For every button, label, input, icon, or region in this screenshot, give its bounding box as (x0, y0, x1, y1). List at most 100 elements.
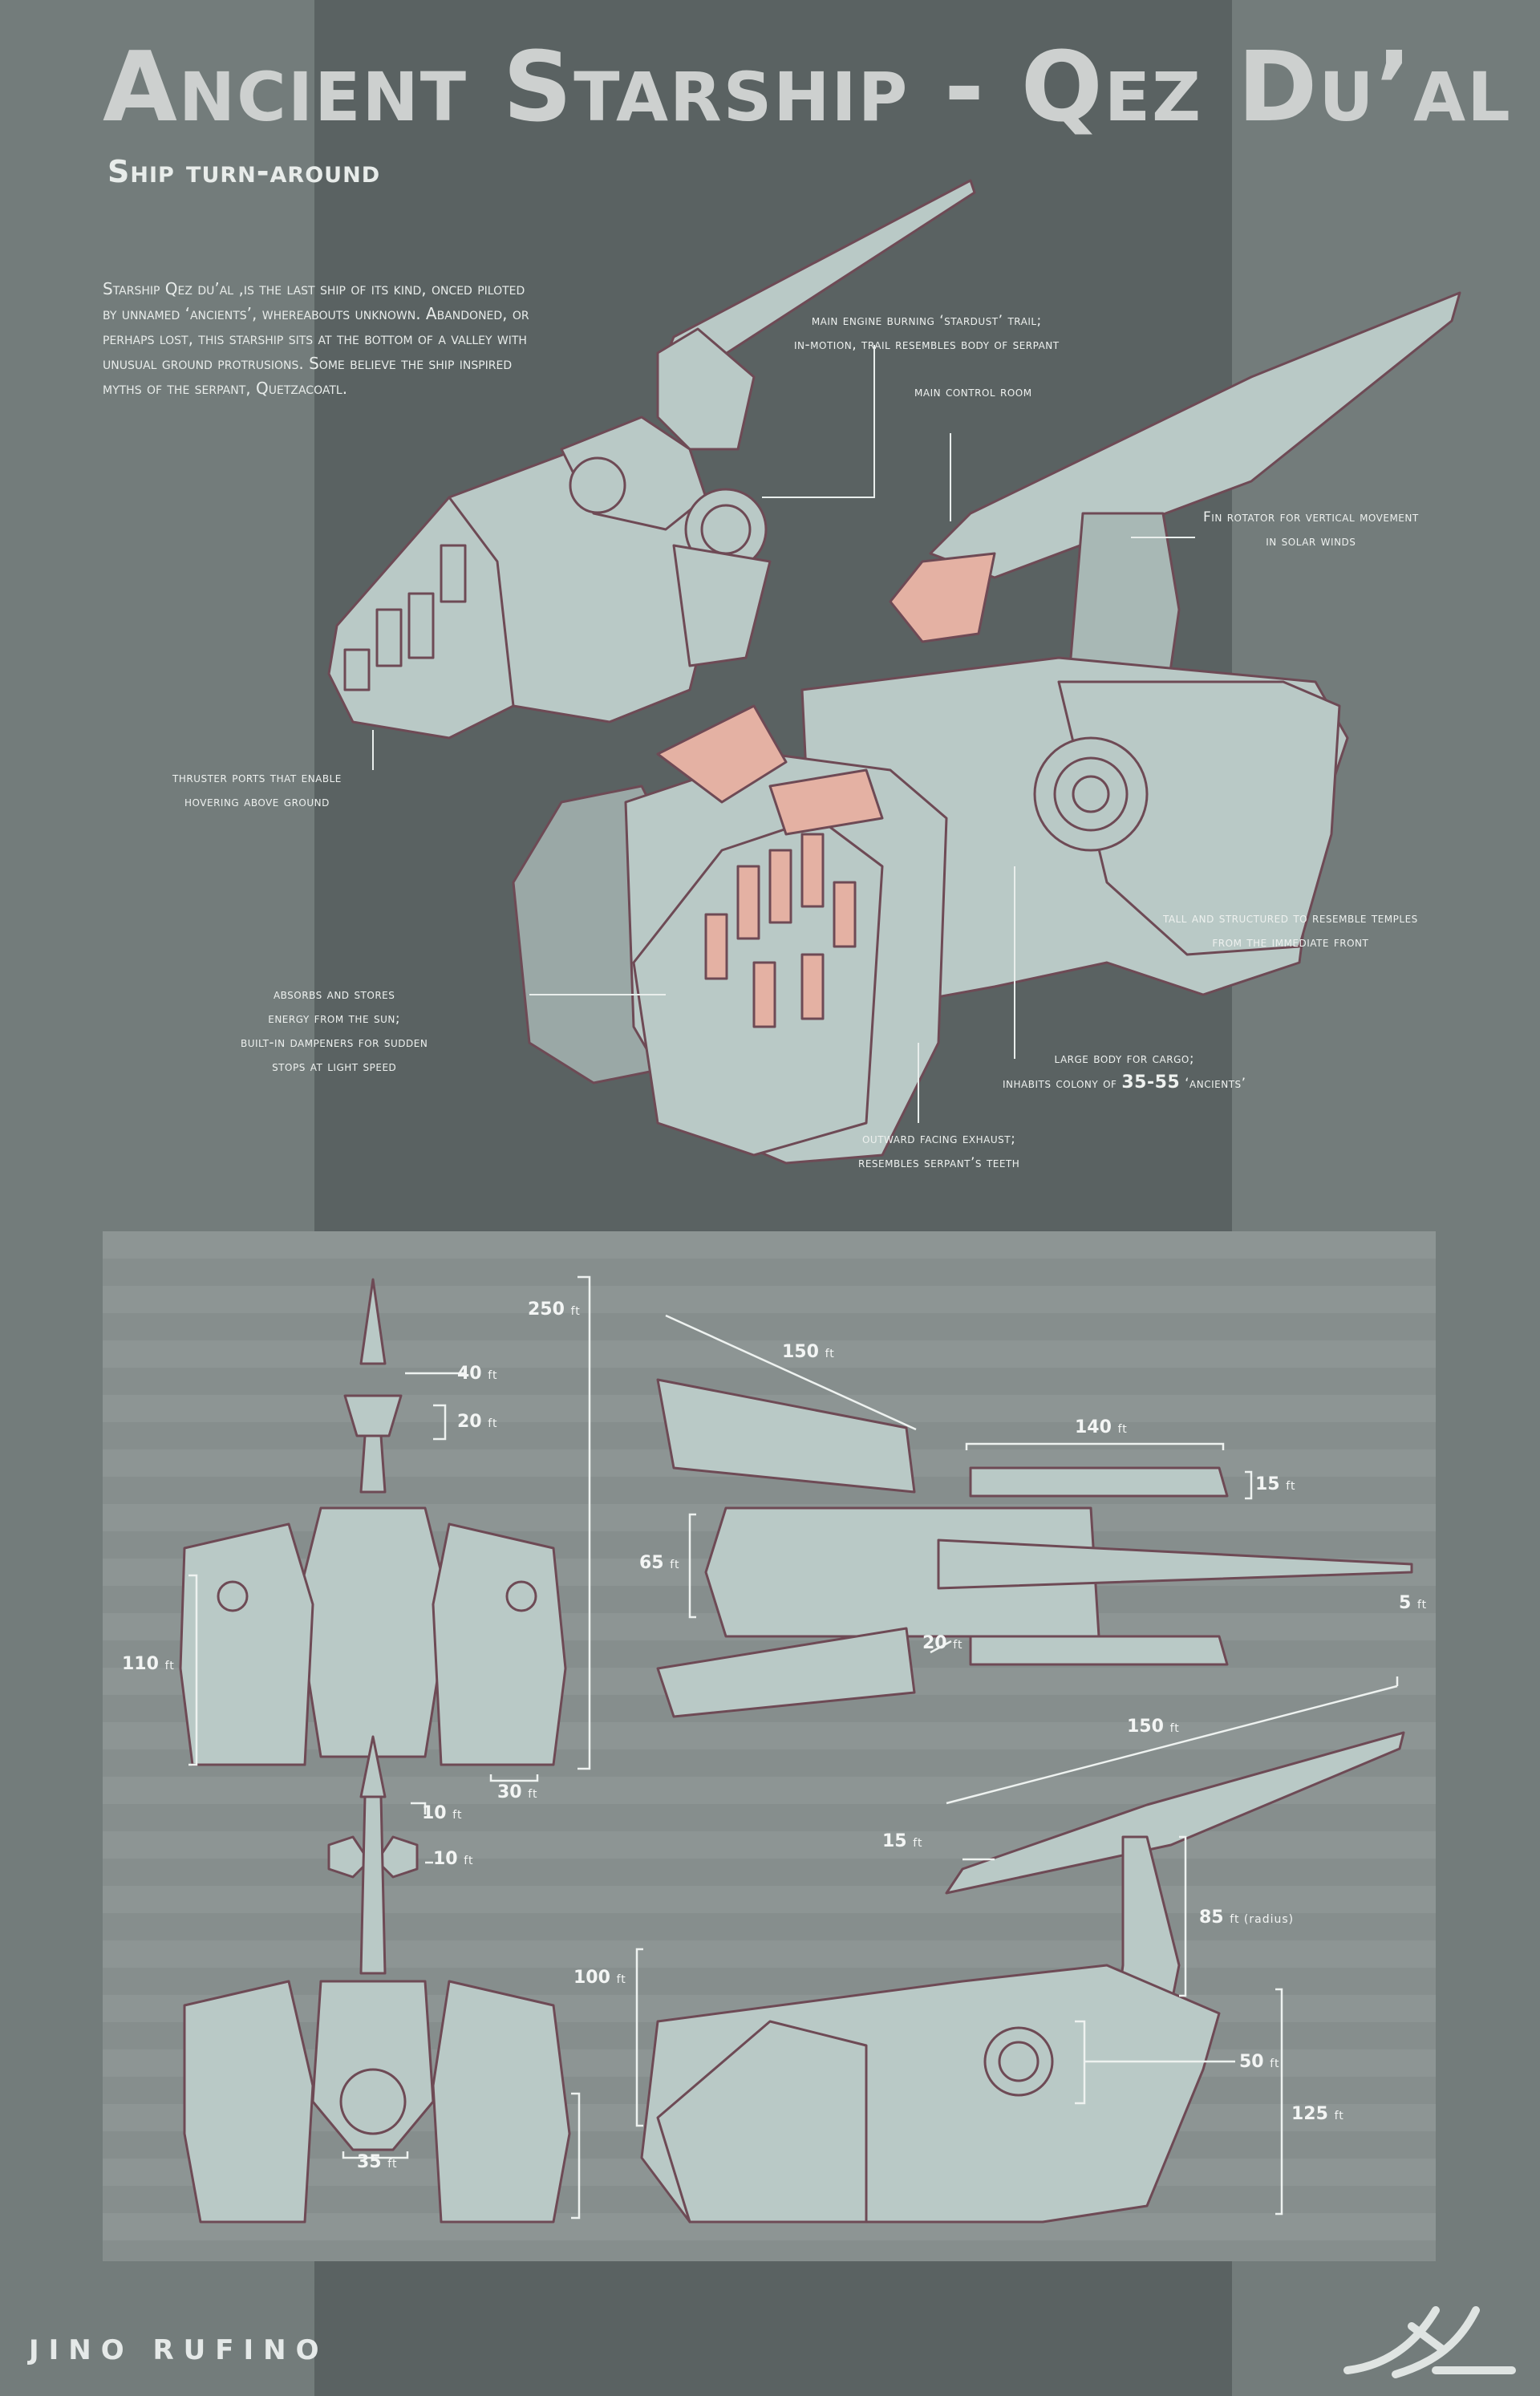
starship-illustration (327, 179, 1461, 1165)
dim-value: 40 (457, 1364, 482, 1384)
dim-value: 5 (1399, 1593, 1412, 1613)
dim-unit: ft (164, 1660, 175, 1672)
dim-40: 40 ft (457, 1364, 497, 1384)
dim-unit: ft (radius) (1230, 1913, 1295, 1926)
callout-line: in-motion, trail resembles body of serpa… (794, 337, 1060, 353)
dim-unit: ft (1286, 1480, 1296, 1493)
upper-ship (327, 179, 976, 740)
dim-value: 20 (922, 1633, 947, 1653)
dim-20-a: 20 ft (457, 1412, 497, 1432)
callout-lines (372, 345, 1195, 1123)
dim-10-b: 10 ft (433, 1849, 473, 1869)
panel-stripe (103, 1368, 1436, 1395)
dim-unit: ft (1117, 1423, 1128, 1436)
dim-value: 150 (1127, 1717, 1164, 1737)
intro-text: Starship Qez du’al ,is the last ship of … (103, 279, 529, 398)
dim-30: 30 ft (497, 1782, 537, 1802)
callout-cargo: large body for cargo; inhabits colony of… (1003, 1047, 1246, 1096)
dim-unit: ft (616, 1973, 626, 1986)
page-title: Ancient Starship - Qez Du’al (103, 32, 1512, 144)
side-view (640, 1731, 1405, 2224)
dim-value: 65 (639, 1553, 664, 1573)
page-subtitle: Ship turn-around (107, 154, 381, 189)
callout-line: main engine burning ‘stardust’ trail; (811, 313, 1042, 329)
dim-65: 65 ft (639, 1553, 679, 1573)
callout-line: main control room (914, 384, 1032, 400)
dim-value: 250 (528, 1299, 565, 1320)
dim-value: 10 (422, 1803, 447, 1823)
callout-line: thruster ports that enable (172, 770, 342, 786)
dim-15-b: 15 ft (882, 1831, 922, 1851)
back-view (183, 1735, 571, 2224)
callout-line: energy from the sun; (268, 1011, 401, 1027)
callout-cargo-line2: inhabits colony of 35-55 ‘ancients’ (1003, 1071, 1246, 1096)
dim-unit: ft (1169, 1722, 1180, 1735)
dim-50: 50 ft (1239, 2052, 1279, 2072)
dim-unit: ft (452, 1809, 463, 1822)
dim-value: 10 (433, 1849, 458, 1869)
dim-35: 35 ft (357, 2152, 397, 2172)
dim-unit: ft (1334, 2110, 1344, 2122)
callout-temples: tall and structured to resemble temples … (1163, 906, 1418, 955)
dim-140: 140 ft (1075, 1417, 1128, 1437)
dim-250: 250 ft (528, 1299, 581, 1320)
dim-value: 30 (497, 1782, 522, 1802)
top-view (656, 1378, 1413, 1718)
dim-unit: ft (488, 1417, 498, 1430)
dim-unit: ft (387, 2158, 398, 2171)
front-view (179, 1278, 567, 1766)
dim-20-b: 20 ft (922, 1633, 962, 1653)
dim-150-a: 150 ft (782, 1342, 835, 1362)
callout-line: stops at light speed (272, 1059, 397, 1075)
dim-unit: ft (464, 1855, 474, 1867)
dim-85-radius: 85 ft (radius) (1199, 1907, 1294, 1928)
dim-value: 15 (1255, 1474, 1280, 1494)
callout-line: resembles serpant’s teeth (858, 1155, 1020, 1171)
callout-line: in solar winds (1266, 533, 1356, 549)
dim-100: 100 ft (573, 1968, 626, 1988)
panel-stripe (103, 1859, 1436, 1886)
dim-value: 15 (882, 1831, 907, 1851)
dim-unit: ft (528, 1788, 538, 1801)
dim-value: 85 (1199, 1907, 1224, 1928)
callout-exhaust: outward facing exhaust; resembles serpan… (858, 1127, 1019, 1175)
callout-absorbs: absorbs and stores energy from the sun; … (241, 983, 428, 1079)
dim-unit: ft (570, 1305, 581, 1318)
dim-5: 5 ft (1399, 1593, 1427, 1613)
panel-stripe (103, 1259, 1436, 1286)
cargo-number: 35-55 (1121, 1072, 1181, 1093)
dim-value: 125 (1291, 2104, 1328, 2124)
callout-line: from the immediate front (1212, 934, 1369, 951)
dim-value: 50 (1239, 2052, 1264, 2072)
callout-main-engine: main engine burning ‘stardust’ trail; in… (794, 309, 1060, 357)
dim-10-a: 10 ft (422, 1803, 462, 1823)
dim-value: 20 (457, 1412, 482, 1432)
dim-110: 110 ft (122, 1654, 175, 1674)
dimension-lines (188, 1275, 1399, 2220)
dim-unit: ft (825, 1348, 835, 1360)
callout-fin-rotator: Fin rotator for vertical movement in sol… (1203, 505, 1419, 553)
artist-signature: JINO RUFINO (29, 2334, 329, 2366)
dim-value: 140 (1075, 1417, 1112, 1437)
dim-150-b: 150 ft (1127, 1717, 1180, 1737)
cargo-suffix: ‘ancients’ (1185, 1076, 1246, 1092)
dim-value: 150 (782, 1342, 819, 1362)
callout-line: absorbs and stores (273, 987, 395, 1003)
dim-unit: ft (1416, 1599, 1428, 1612)
dim-125: 125 ft (1291, 2104, 1344, 2124)
panel-stripe (103, 2240, 1436, 2261)
cargo-prefix: inhabits colony of (1003, 1076, 1117, 1092)
callout-line: tall and structured to resemble temples (1163, 910, 1418, 926)
callout-line: large body for cargo; (1054, 1051, 1195, 1067)
callout-line: Fin rotator for vertical movement (1203, 509, 1419, 525)
dim-unit: ft (670, 1559, 680, 1571)
panel-stripe (103, 1913, 1436, 1940)
dim-value: 100 (573, 1968, 610, 1988)
callout-line: built-in dampeners for sudden (241, 1035, 428, 1051)
dim-unit: ft (953, 1639, 963, 1652)
dim-value: 35 (357, 2152, 382, 2172)
panel-stripe (103, 1313, 1436, 1340)
dim-unit: ft (1270, 2057, 1280, 2070)
